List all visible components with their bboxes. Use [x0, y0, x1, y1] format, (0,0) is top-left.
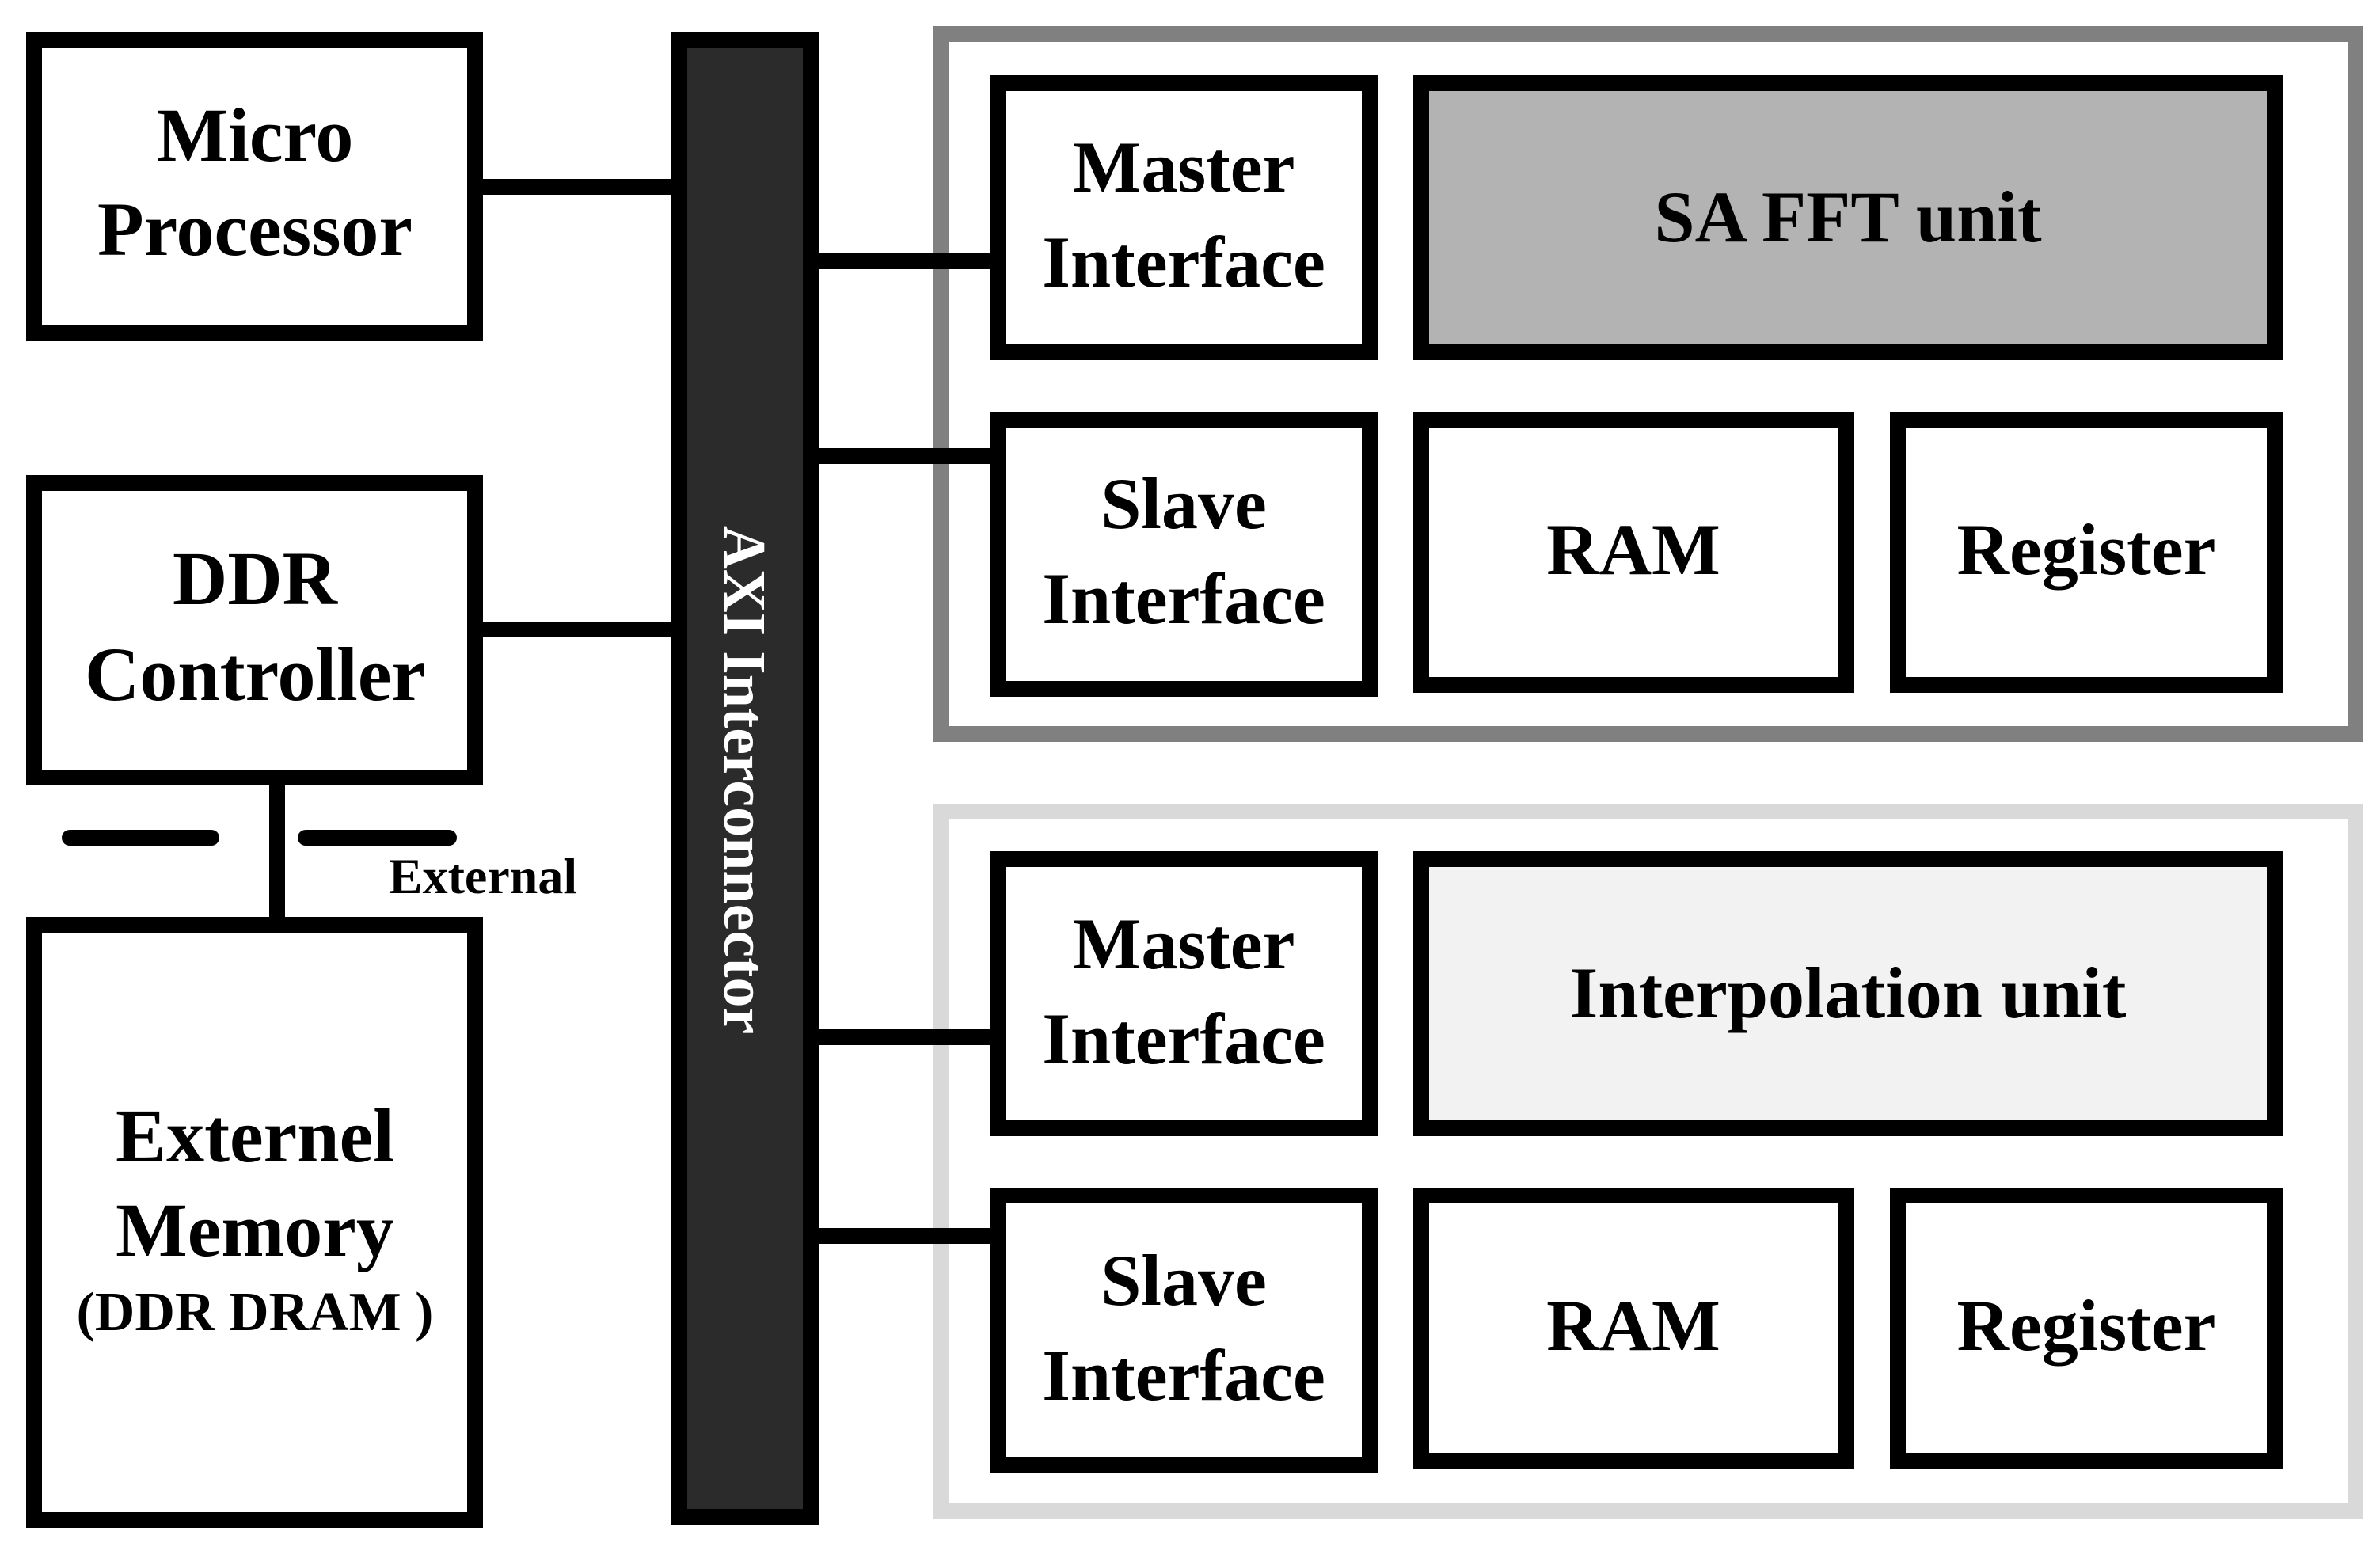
ddr-controller-line-2: Controller: [85, 632, 425, 717]
interp-ram-box: [1413, 1188, 1854, 1469]
interpolation-group-frame: [933, 804, 2363, 1519]
sa-fft-ram-box: [1413, 412, 1854, 693]
interpolation-group: Master Interface Interpolation unit Slav…: [990, 851, 2283, 1473]
external-memory-line-2: Memory: [116, 1188, 394, 1272]
interp-unit-box: [1413, 851, 2283, 1136]
sa-fft-master-interface-line-2: Interface: [1042, 222, 1325, 302]
micro-processor-box: [26, 32, 483, 341]
interp-slave-interface-box: [990, 1188, 1378, 1473]
interp-master-interface-line-2: Interface: [1042, 998, 1325, 1079]
external-memory-box: [26, 917, 483, 1528]
ddr-controller-block: DDR Controller: [26, 475, 483, 785]
interp-master-interface-line-1: Master: [1073, 903, 1295, 984]
axi-interconnector-label: AXI Interconnector: [711, 526, 777, 1034]
sa-fft-unit-box: [1413, 75, 2283, 360]
sa-fft-slave-interface-box: [990, 412, 1378, 697]
sa-fft-group-frame: [933, 26, 2363, 742]
external-label: External: [389, 848, 577, 904]
interp-register-box: [1890, 1188, 2283, 1469]
micro-processor-line-1: Micro: [157, 93, 354, 177]
sa-fft-register-box: [1890, 412, 2283, 693]
external-memory-subtitle: (DDR DRAM ): [76, 1282, 433, 1343]
sa-fft-unit-label: SA FFT unit: [1654, 177, 2042, 257]
external-memory-line-1: Externel: [116, 1093, 394, 1178]
interp-slave-interface-line-2: Interface: [1042, 1335, 1325, 1416]
ddr-controller-line-1: DDR: [173, 536, 339, 621]
interp-slave-interface-line-1: Slave: [1101, 1240, 1267, 1321]
sa-fft-register-label: Register: [1957, 509, 2216, 590]
micro-processor-line-2: Processor: [97, 187, 413, 272]
sa-fft-master-interface-box: [990, 75, 1378, 360]
external-memory-block: Externel Memory (DDR DRAM ): [26, 917, 483, 1528]
axi-interconnector-block: AXI Interconnector: [671, 32, 819, 1525]
sa-fft-group: Master Interface SA FFT unit Slave Inter…: [990, 75, 2283, 697]
interp-ram-label: RAM: [1546, 1285, 1720, 1366]
sa-fft-slave-interface-line-2: Interface: [1042, 558, 1325, 639]
sa-fft-master-interface-line-1: Master: [1073, 127, 1295, 207]
sa-fft-ram-label: RAM: [1546, 509, 1720, 590]
interp-unit-label: Interpolation unit: [1570, 952, 2127, 1033]
connectors: [269, 179, 998, 1244]
axi-interconnector-bar: [671, 32, 819, 1525]
interp-master-interface-box: [990, 851, 1378, 1136]
micro-processor-block: Micro Processor: [26, 32, 483, 341]
interp-register-label: Register: [1957, 1285, 2216, 1366]
sa-fft-slave-interface-line-1: Slave: [1101, 463, 1267, 544]
ddr-controller-box: [26, 475, 483, 785]
